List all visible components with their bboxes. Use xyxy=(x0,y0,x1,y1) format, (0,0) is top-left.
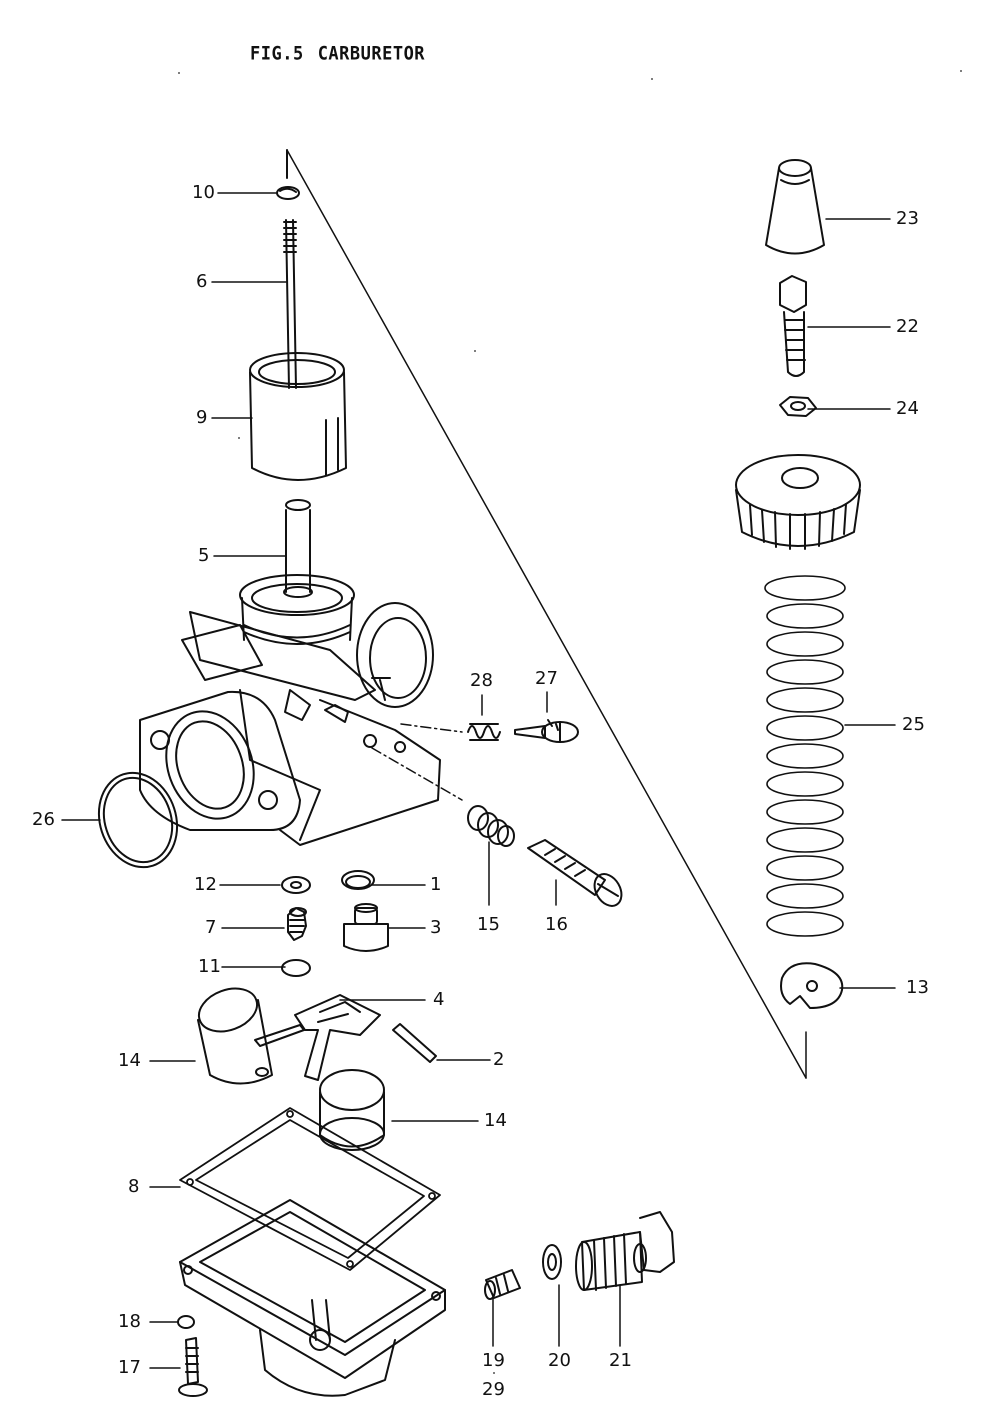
scan-speck xyxy=(960,70,962,72)
part-13-retainer xyxy=(780,962,844,1009)
part-14-float-right xyxy=(319,1069,385,1151)
scan-speck xyxy=(178,72,180,74)
callout-10: 10 xyxy=(192,182,215,203)
callout-6: 6 xyxy=(196,271,208,292)
callout-28: 28 xyxy=(470,670,493,691)
callout-7: 7 xyxy=(205,917,217,938)
part-8-gasket xyxy=(179,1107,441,1271)
float-bowl xyxy=(179,1199,446,1397)
callout-25: 25 xyxy=(902,714,925,735)
callout-9: 9 xyxy=(196,407,208,428)
part-22-adjuster xyxy=(779,275,807,377)
part-15-spring xyxy=(467,805,515,847)
callout-24: 24 xyxy=(896,398,919,419)
part-27-screw xyxy=(514,719,579,743)
figure-number: FIG.5 xyxy=(250,43,304,65)
callout-12: 12 xyxy=(194,874,217,895)
callout-23: 23 xyxy=(896,208,919,229)
callout-17: 17 xyxy=(118,1357,141,1378)
callout-8: 8 xyxy=(128,1176,140,1197)
part-4-float-arm xyxy=(254,994,381,1081)
part-21-banjo-bolt xyxy=(575,1211,675,1291)
figure-title: FIG.5 CARBURETOR xyxy=(250,43,439,65)
part-16-idle-screw xyxy=(527,839,623,907)
callout-20: 20 xyxy=(548,1350,571,1371)
part-2-pin xyxy=(392,1023,437,1063)
part-12-washer xyxy=(281,876,311,894)
callout-22: 22 xyxy=(896,316,919,337)
figure-name: CARBURETOR xyxy=(317,43,426,65)
callout-16: 16 xyxy=(545,914,568,935)
scan-speck xyxy=(651,78,653,80)
part-11-washer xyxy=(281,959,311,977)
part-10-clip xyxy=(276,186,300,200)
part-6-needle xyxy=(283,219,297,389)
callout-13: 13 xyxy=(906,977,929,998)
part-28-spring xyxy=(467,723,501,741)
callout-27: 27 xyxy=(535,668,558,689)
part-14-float-left xyxy=(197,987,273,1085)
callout-14-left: 14 xyxy=(118,1050,141,1071)
part-5-needle-jet xyxy=(283,499,313,598)
callout-2: 2 xyxy=(493,1049,505,1070)
part-26-o-ring xyxy=(97,771,179,869)
part-24-nut xyxy=(779,396,817,417)
callout-15: 15 xyxy=(477,914,500,935)
part-1-gasket xyxy=(341,870,375,890)
callout-18: 18 xyxy=(118,1311,141,1332)
callout-14-right: 14 xyxy=(484,1110,507,1131)
callout-3: 3 xyxy=(430,917,442,938)
part-20-washer xyxy=(542,1244,562,1280)
part-7-pilot-jet xyxy=(287,907,307,941)
part-18-washer xyxy=(177,1315,195,1329)
grouping-bracket xyxy=(286,149,807,1079)
scan-speck xyxy=(474,350,476,352)
scan-speck xyxy=(493,1372,495,1374)
callout-26: 26 xyxy=(32,809,55,830)
callout-21: 21 xyxy=(609,1350,632,1371)
part-25-spring xyxy=(764,575,846,937)
carburetor-body xyxy=(139,574,441,846)
scan-speck xyxy=(238,437,240,439)
top-cap xyxy=(735,454,861,550)
leader-lines xyxy=(61,192,896,1369)
part-23-cap xyxy=(765,159,825,255)
part-9-throttle-valve xyxy=(249,352,347,481)
callout-11: 11 xyxy=(198,956,221,977)
part-19-jet xyxy=(484,1269,521,1300)
part-3-main-jet xyxy=(343,903,389,952)
callout-19: 19 xyxy=(482,1350,505,1371)
callout-4: 4 xyxy=(433,989,445,1010)
callout-1: 1 xyxy=(430,874,442,895)
part-17-screw xyxy=(178,1337,208,1397)
callout-5: 5 xyxy=(198,545,210,566)
callout-29: 29 xyxy=(482,1379,505,1400)
